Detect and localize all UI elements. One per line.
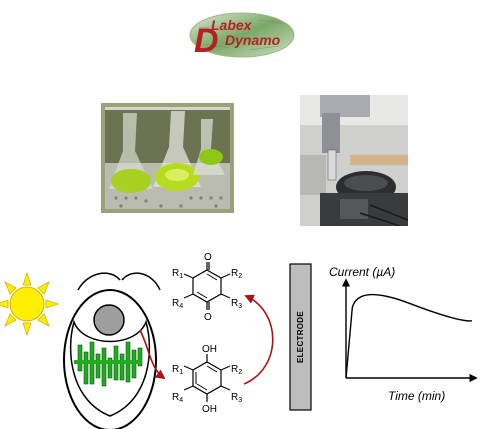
oxidation-arrow bbox=[243, 294, 274, 385]
reduction-arrow bbox=[139, 329, 166, 380]
svg-text:R1: R1 bbox=[172, 268, 183, 280]
hydroquinone-structure: OH OH R1 R2 R3 R4 bbox=[172, 344, 242, 415]
svg-text:O: O bbox=[204, 312, 212, 323]
nucleus bbox=[93, 304, 125, 336]
algal-cell bbox=[63, 272, 161, 429]
flask-photo bbox=[101, 103, 234, 213]
logo-letter-d: D bbox=[194, 22, 219, 60]
current-curve bbox=[345, 293, 473, 379]
labex-dynamo-logo: D Labex Dynamo bbox=[189, 12, 295, 60]
svg-text:R4: R4 bbox=[172, 392, 183, 404]
svg-text:OH: OH bbox=[202, 344, 217, 355]
current-time-chart: Current (µA) Time (min) bbox=[329, 265, 478, 403]
process-diagram: O O R1 R2 R3 R4 OH OH R1 R2 R3 R4 ELECTR… bbox=[0, 252, 478, 429]
logo-line2: Dynamo bbox=[225, 32, 281, 48]
svg-text:R2: R2 bbox=[231, 268, 242, 280]
svg-text:R3: R3 bbox=[231, 392, 242, 404]
x-axis-label: Time (min) bbox=[388, 389, 445, 403]
logo-texture bbox=[198, 19, 285, 51]
svg-text:O: O bbox=[204, 252, 212, 263]
sun-icon bbox=[0, 271, 60, 337]
svg-text:R2: R2 bbox=[231, 364, 242, 376]
instrument-photo bbox=[300, 95, 408, 226]
svg-text:OH: OH bbox=[202, 404, 217, 415]
logo-line1: Labex bbox=[211, 17, 253, 33]
svg-text:ELECTRODE: ELECTRODE bbox=[296, 311, 305, 363]
electrode: ELECTRODE bbox=[289, 263, 312, 411]
svg-text:R1: R1 bbox=[172, 364, 183, 376]
svg-text:R4: R4 bbox=[172, 298, 183, 310]
y-axis-label: Current (µA) bbox=[329, 265, 395, 279]
svg-text:R3: R3 bbox=[231, 298, 242, 310]
quinone-structure: O O R1 R2 R3 R4 bbox=[172, 252, 242, 323]
thylakoid-stacks bbox=[74, 341, 143, 387]
